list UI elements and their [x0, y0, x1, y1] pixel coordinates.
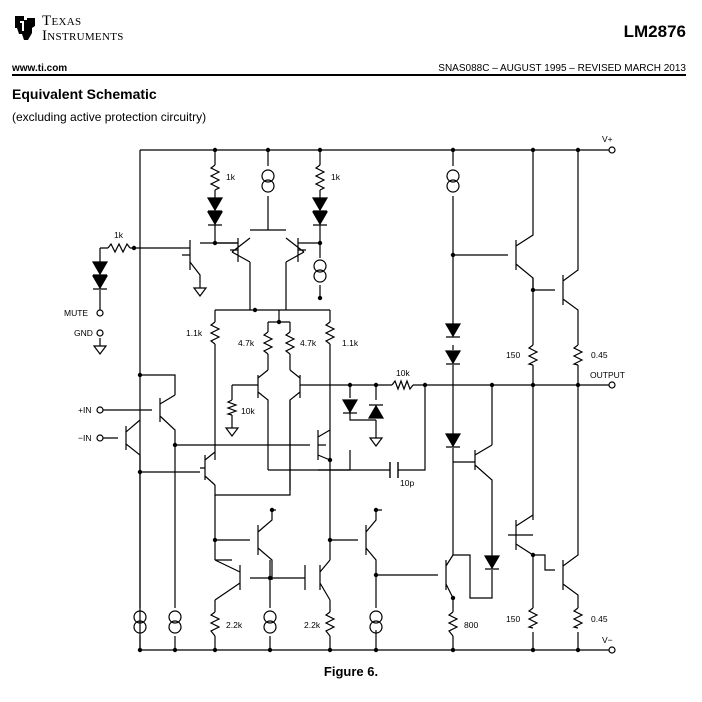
capacitor-10p [389, 462, 399, 478]
diode-output-2 [444, 350, 462, 365]
label-r-1k1-left: 1.1k [186, 328, 203, 338]
resistor-top-right [314, 164, 326, 191]
terminal-mute [96, 309, 104, 317]
label-r-2k2-right: 2.2k [304, 620, 321, 630]
label-in-plus: +IN [78, 405, 91, 415]
document-reference: SNAS088C – AUGUST 1995 – REVISED MARCH 2… [438, 63, 686, 74]
resistor-1k1-left [209, 321, 221, 345]
section-title: Equivalent Schematic [12, 86, 157, 102]
label-r-150-top: 150 [506, 350, 520, 360]
current-source-top-middle [261, 169, 275, 193]
current-sources [133, 169, 460, 634]
diode-output-4 [483, 555, 501, 570]
diodes [91, 197, 501, 570]
ground-icon [192, 287, 208, 297]
diode-top-right-2 [311, 211, 329, 226]
resistor-150-top [527, 344, 539, 366]
current-source-bottom-1 [133, 610, 147, 634]
resistor-800 [447, 611, 459, 637]
label-mute: MUTE [64, 308, 88, 318]
company-name: Texas Instruments [42, 14, 124, 44]
terminal-in-minus [96, 434, 104, 442]
resistor-045-top [572, 344, 584, 366]
diode-feedback-up [367, 404, 385, 419]
page-header: Texas Instruments LM2876 www.ti.com SNAS… [0, 0, 702, 80]
pin-labels: V+ OUTPUT V− MUTE GND +IN −IN [64, 134, 625, 645]
terminal-vminus [608, 646, 616, 654]
ground-symbols [92, 287, 384, 447]
label-r-045-bottom: 0.45 [591, 614, 608, 624]
label-r-150-bottom: 150 [506, 614, 520, 624]
label-r-800: 800 [464, 620, 478, 630]
label-vminus: V− [602, 635, 613, 645]
resistor-1k1-right [324, 321, 336, 345]
resistor-4k7-right [284, 331, 296, 355]
current-source-output-top [446, 169, 460, 193]
figure-caption: Figure 6. [323, 664, 379, 679]
current-source-right-branch [313, 259, 327, 283]
resistor-045-bottom [572, 607, 584, 629]
diode-top-left-2 [206, 211, 224, 226]
diode-feedback-down [341, 399, 359, 414]
company-line-2: Instruments [42, 28, 124, 44]
label-r-1k1-right: 1.1k [342, 338, 359, 348]
resistor-2k2-left [209, 611, 221, 637]
diode-top-left-1 [206, 197, 224, 212]
terminal-gnd [96, 329, 104, 337]
junction-dots [131, 147, 581, 653]
label-c-10p: 10p [400, 478, 414, 488]
current-source-bottom-4 [369, 610, 383, 634]
ti-logo-icon [15, 16, 35, 40]
label-r-4k7-right: 4.7k [300, 338, 317, 348]
resistor-2k2-right [324, 611, 336, 637]
label-r-mute: 1k [114, 230, 124, 240]
label-r-top-right: 1k [331, 172, 341, 182]
diode-output-1 [444, 323, 462, 338]
part-number: LM2876 [623, 22, 686, 41]
site-link[interactable]: www.ti.com [12, 63, 68, 74]
label-r-4k7-left: 4.7k [238, 338, 255, 348]
resistor-top-left [209, 164, 221, 191]
diode-output-3 [444, 433, 462, 448]
resistor-150-bottom [527, 607, 539, 629]
label-gnd: GND [74, 328, 93, 338]
pin-terminals [96, 146, 616, 654]
current-source-bottom-2 [168, 610, 182, 634]
diode-mute-1 [91, 261, 109, 276]
diode-top-right-1 [311, 197, 329, 212]
current-source-bottom-3 [263, 610, 277, 634]
label-r-2k2-left: 2.2k [226, 620, 243, 630]
label-r-top-left: 1k [226, 172, 236, 182]
resistor-mute [107, 242, 131, 254]
label-r-045-top: 0.45 [591, 350, 608, 360]
resistor-10k-feedback [391, 379, 414, 391]
diode-mute-2 [91, 275, 109, 290]
ground-icon [368, 437, 384, 447]
component-labels: 1k 1k 1k 1.1k 1.1k 4.7k 4.7k 10k 10k 10p… [114, 172, 608, 630]
section-subtitle: (excluding active protection circuitry) [12, 110, 207, 124]
terminal-output [608, 381, 616, 389]
resistor-10k-bias [225, 399, 238, 416]
terminal-in-plus [96, 406, 104, 414]
label-output: OUTPUT [590, 370, 625, 380]
header-rule [12, 74, 686, 76]
ground-icon [224, 427, 240, 437]
terminal-vplus [608, 146, 616, 154]
label-in-minus: −IN [78, 433, 91, 443]
resistor-4k7-left [262, 331, 274, 355]
ground-icon [92, 338, 108, 355]
resistors [107, 164, 584, 637]
company-line-1: Texas [42, 13, 82, 29]
label-r-10k-bias: 10k [241, 406, 255, 416]
label-vplus: V+ [602, 134, 613, 144]
label-r-10k-feedback: 10k [396, 368, 410, 378]
